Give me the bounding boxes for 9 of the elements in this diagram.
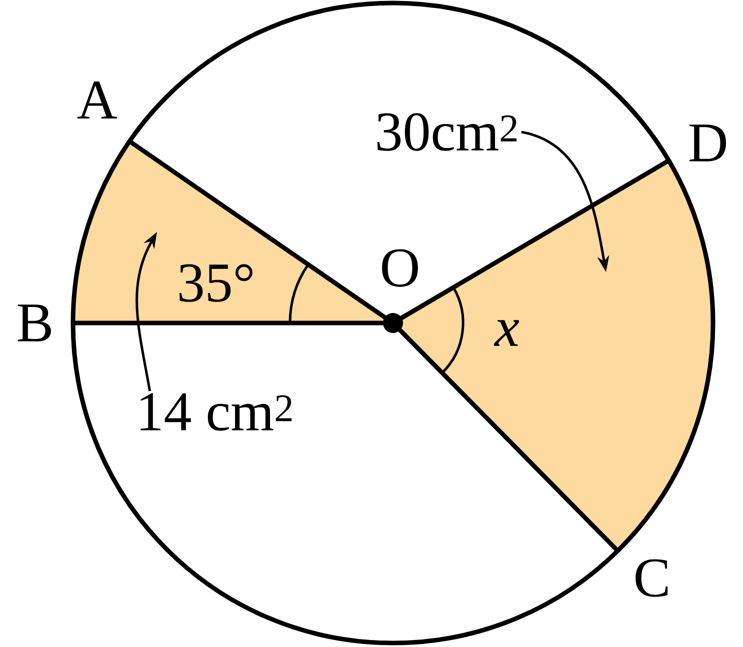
center-label: O [382,249,418,287]
point-label: A [77,82,117,118]
area-label: 30cm$^{2}$ [377,113,517,151]
point-label: D [689,124,726,162]
angle-label: 35° [180,264,252,302]
point-label: B [18,304,51,342]
angle-label: x [494,320,520,346]
point-label: C [636,559,668,597]
area-label: 14 cm$^{2}$ [140,393,292,431]
